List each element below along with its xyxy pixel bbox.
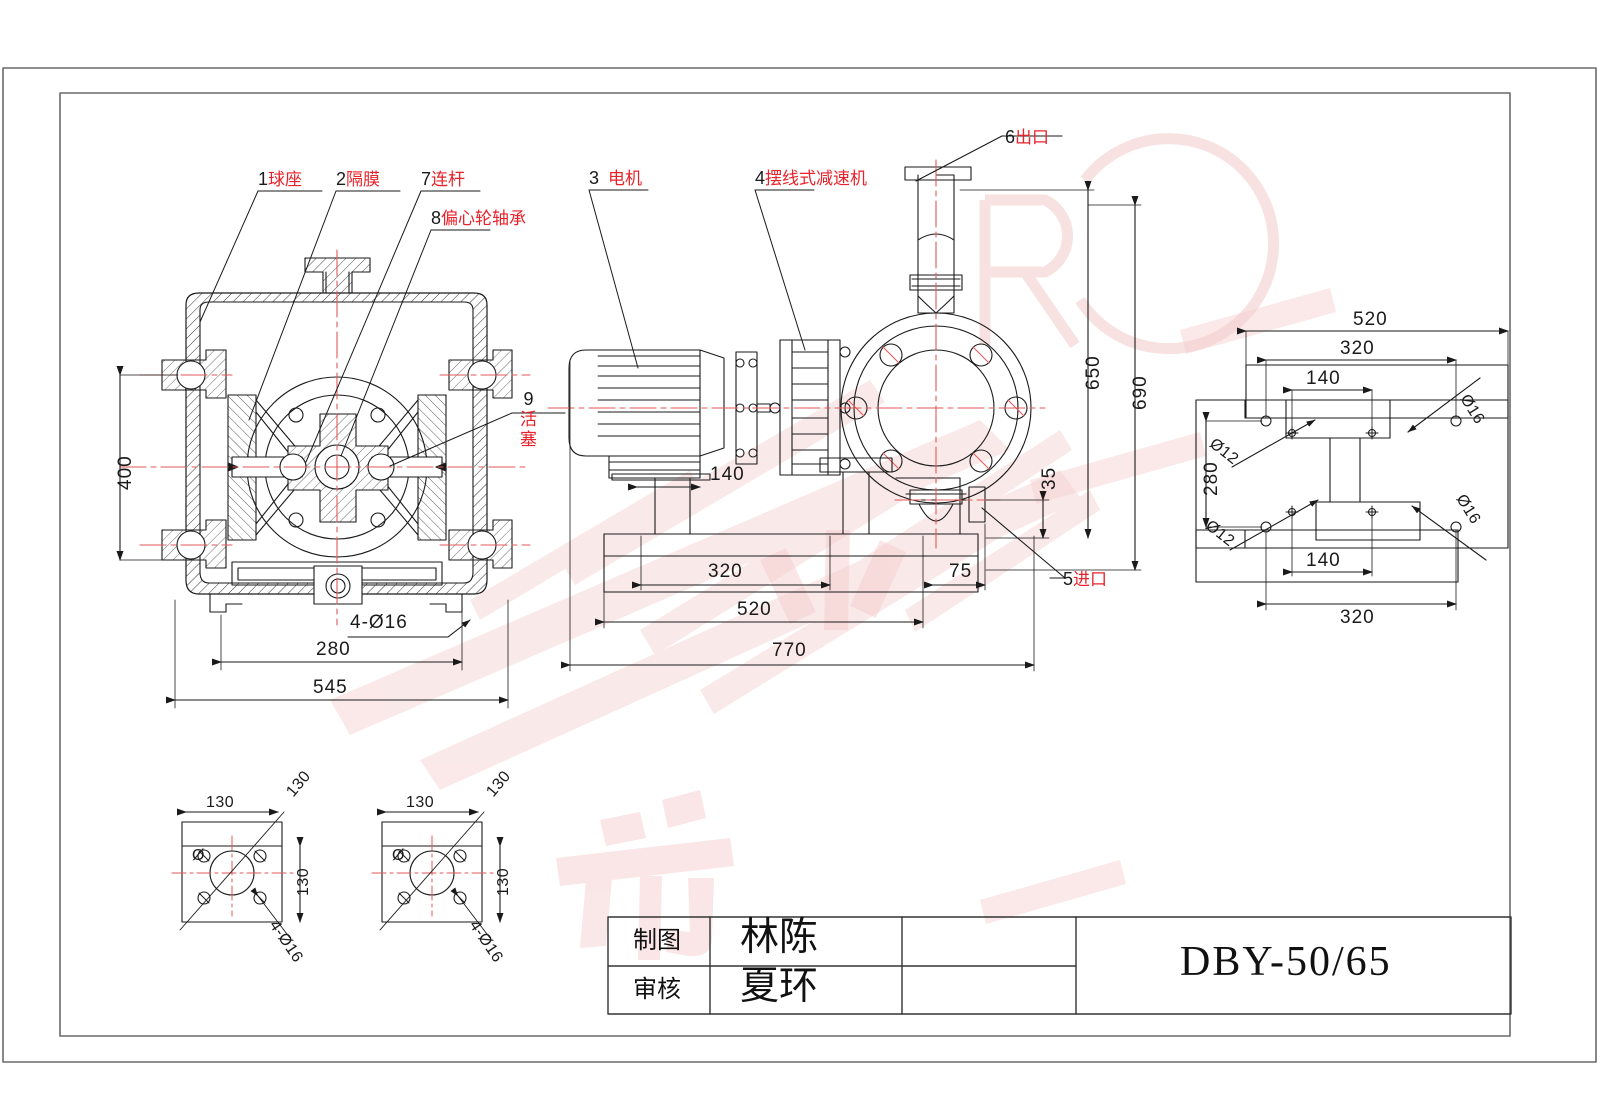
callout-1-number: 1 <box>258 169 269 189</box>
callout-5-number: 5 <box>1063 569 1074 589</box>
title-block-checked-label: 审核 <box>633 975 681 1003</box>
leader-4xD16 <box>347 619 471 638</box>
flange-left-dim-w: 130 <box>206 794 235 811</box>
dim-520-side <box>595 535 924 629</box>
dim-label-4xD16: 4-Ø16 <box>350 612 408 633</box>
dim-label-320-side: 320 <box>708 561 743 582</box>
callout-2-text: 隔膜 <box>346 170 381 190</box>
dim-label-140-plan-top: 140 <box>1306 368 1341 389</box>
dim-label-280-plan: 280 <box>1201 461 1222 496</box>
callout-9-text-line1: 活 <box>520 410 537 430</box>
callout-3: 3 电机 <box>589 169 642 188</box>
flange-left-dim-h: 130 <box>295 867 312 896</box>
callout-4: 4摆线式减速机 <box>755 169 867 188</box>
leader-outlet <box>915 135 1063 182</box>
callout-leaders <box>199 189 815 467</box>
dim-label-320-plan-top: 320 <box>1340 338 1375 359</box>
dim-320-plan-top <box>1257 356 1457 419</box>
sheet-border <box>2 67 1597 1063</box>
callout-9-text-line2: 塞 <box>520 430 537 450</box>
callout-1: 1球座 <box>258 170 302 189</box>
drawing-title: DBY-50/65 <box>1180 939 1392 985</box>
dim-520-plan <box>1237 327 1509 367</box>
flange-detail-right <box>371 808 504 939</box>
title-block-drawn-value: 林陈 <box>740 915 819 960</box>
callout-7: 7连杆 <box>421 170 465 189</box>
dim-280 <box>212 604 463 671</box>
dim-label-320-plan-bottom: 320 <box>1340 607 1375 628</box>
callout-6: 6出口 <box>1005 128 1049 147</box>
dim-label-545: 545 <box>313 677 348 698</box>
dim-label-400: 400 <box>115 455 136 490</box>
flange-right-dim-w: 130 <box>406 794 435 811</box>
dim-140-plan-top <box>1283 386 1373 433</box>
dim-320-side <box>632 535 831 591</box>
callout-6-text: 出口 <box>1015 128 1050 148</box>
dim-690 <box>985 196 1142 571</box>
leader-inlet <box>981 507 1066 579</box>
title-block-checked-value: 夏环 <box>740 964 819 1009</box>
callout-3-number: 3 <box>589 168 600 188</box>
plan-view <box>1195 327 1509 611</box>
dim-label-75: 75 <box>949 561 973 582</box>
front-view <box>116 249 531 709</box>
callout-9-number: 9 <box>523 389 534 409</box>
callout-8: 8偏心轮轴承 <box>431 209 526 228</box>
front-view-centerlines <box>119 249 531 626</box>
dim-140-plan-bottom <box>1283 517 1373 577</box>
flange-detail-left <box>171 808 304 939</box>
dim-770-side <box>561 359 1035 672</box>
dim-label-650: 650 <box>1083 355 1104 390</box>
dim-label-690: 690 <box>1130 375 1151 410</box>
callout-6-number: 6 <box>1005 127 1016 147</box>
callout-4-text: 摆线式减速机 <box>765 169 868 189</box>
title-block-drawn-label: 制图 <box>633 926 681 954</box>
dim-280-plan <box>1202 412 1263 528</box>
dim-label-280: 280 <box>316 639 351 660</box>
callout-9: 9 活 塞 <box>520 390 537 449</box>
callout-7-text: 连杆 <box>431 170 466 190</box>
dim-400 <box>116 366 179 561</box>
callout-4-number: 4 <box>755 168 766 188</box>
dim-75 <box>924 523 986 591</box>
plan-hole-leaders <box>1229 377 1487 561</box>
flange-left-dia-mark: Ø <box>192 847 205 864</box>
callout-5-text: 进口 <box>1073 570 1108 590</box>
callout-3-text: 电机 <box>608 169 643 189</box>
flange-right-dia-mark: Ø <box>392 847 405 864</box>
side-view <box>547 135 1142 672</box>
callout-8-text: 偏心轮轴承 <box>441 209 527 229</box>
callout-2-number: 2 <box>336 169 347 189</box>
dim-label-520-plan: 520 <box>1353 309 1388 330</box>
callout-8-number: 8 <box>431 208 442 228</box>
dim-650 <box>959 181 1095 539</box>
dim-label-140-plan-bottom: 140 <box>1306 550 1341 571</box>
callout-7-number: 7 <box>421 169 432 189</box>
dim-320-plan-bottom <box>1257 529 1457 611</box>
dim-label-140-side: 140 <box>710 464 745 485</box>
dim-label-770-side: 770 <box>772 640 807 661</box>
dim-545 <box>166 599 509 709</box>
title-block <box>607 916 1512 1015</box>
callout-2: 2隔膜 <box>336 170 380 189</box>
dim-label-35: 35 <box>1039 466 1060 490</box>
callout-5: 5进口 <box>1063 570 1107 589</box>
flange-right-dim-h: 130 <box>495 867 512 896</box>
dim-label-520-side: 520 <box>737 599 772 620</box>
callout-1-text: 球座 <box>268 170 303 190</box>
side-view-centerlines <box>547 159 1046 549</box>
